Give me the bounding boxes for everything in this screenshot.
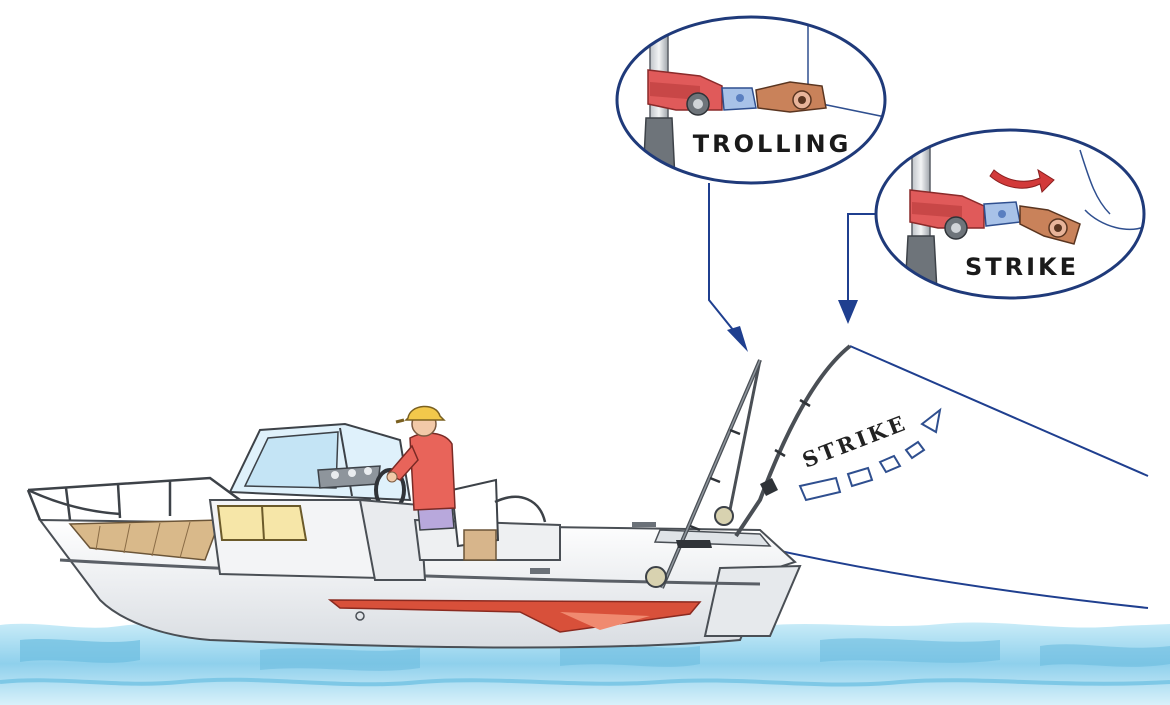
arrow-down-icon <box>727 326 748 352</box>
fishing-lines <box>739 345 1149 609</box>
trolling-label: TROLLING <box>693 130 852 158</box>
strike-inset-label: STRIKE <box>965 253 1079 281</box>
angler <box>386 405 456 531</box>
fishing-rods <box>645 344 852 589</box>
boat <box>26 422 802 649</box>
strike-inset: STRIKE <box>874 128 1146 300</box>
trolling-inset: TROLLING <box>615 15 887 185</box>
pointer-arrows <box>708 183 876 337</box>
strike-motion-arrow-icon <box>798 407 942 502</box>
curved-arrow-icon <box>989 168 1055 193</box>
arrow-down-icon <box>838 300 858 324</box>
